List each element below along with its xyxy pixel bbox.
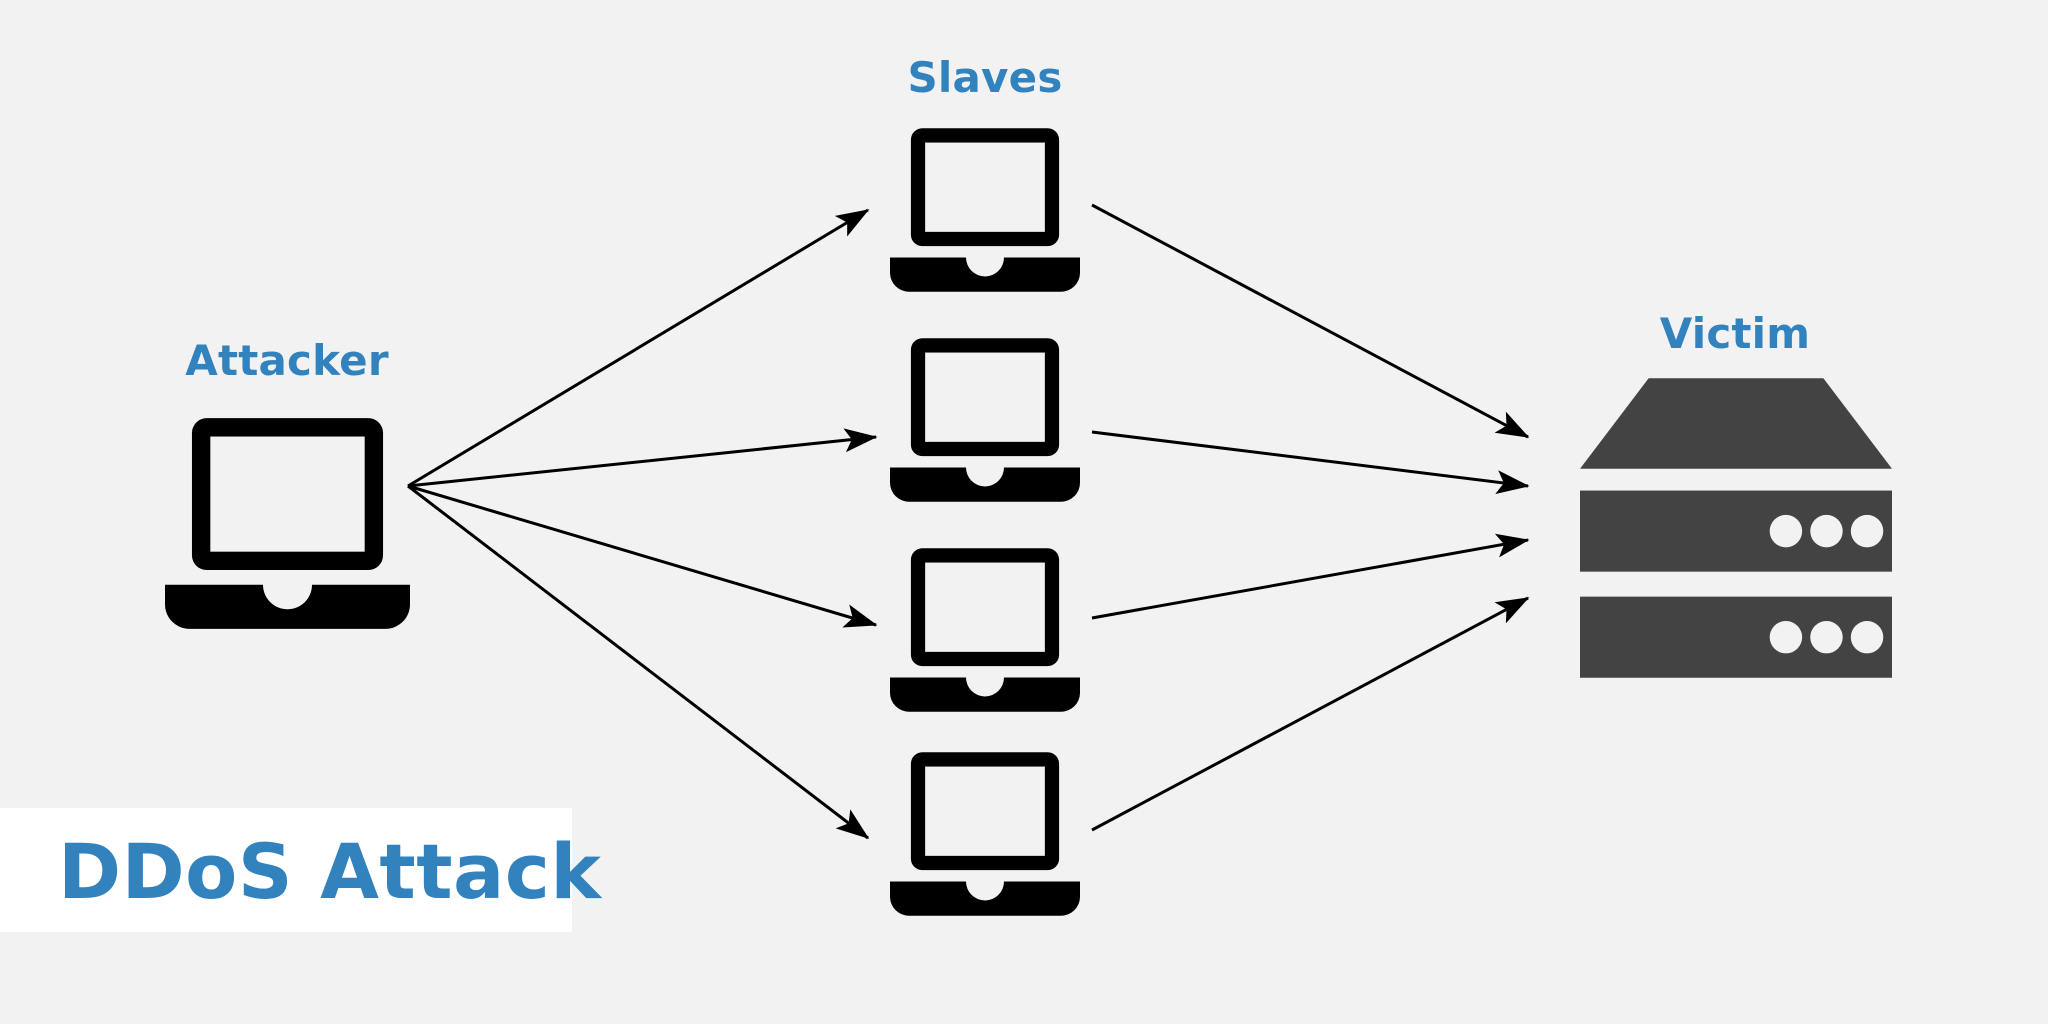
- edge-slave-1-to-victim: [1091, 203, 1530, 439]
- edge-attacker-to-slave-2: [407, 428, 878, 488]
- edges-attacker-to-slaves: [407, 208, 878, 840]
- slave-node-2[interactable]: [890, 338, 1080, 502]
- laptop-icon: [890, 338, 1080, 502]
- laptop-icon: [890, 128, 1080, 292]
- slave-node-1[interactable]: [890, 128, 1080, 292]
- laptop-icon: [890, 752, 1080, 916]
- edge-attacker-to-slave-4: [407, 484, 870, 840]
- slave-node-4[interactable]: [890, 752, 1080, 916]
- slaves-group: Slaves: [890, 53, 1080, 916]
- title-banner: DDoS Attack: [0, 808, 602, 932]
- edges-slaves-to-victim: [1091, 203, 1530, 832]
- edge-slave-4-to-victim: [1091, 596, 1530, 832]
- slaves-label: Slaves: [907, 53, 1062, 102]
- slave-node-3[interactable]: [890, 548, 1080, 712]
- attacker-label: Attacker: [185, 336, 389, 385]
- edge-slave-3-to-victim: [1091, 533, 1530, 620]
- edge-slave-2-to-victim: [1091, 430, 1530, 495]
- attacker-node[interactable]: Attacker: [165, 336, 410, 629]
- title-banner-background: [0, 808, 572, 932]
- edge-attacker-to-slave-3: [407, 484, 878, 628]
- page-title: DDoS Attack: [58, 827, 602, 916]
- server-icon: [1580, 378, 1892, 678]
- laptop-icon: [890, 548, 1080, 712]
- laptop-icon: [165, 418, 410, 629]
- victim-node[interactable]: Victim: [1580, 309, 1892, 678]
- victim-label: Victim: [1660, 309, 1811, 358]
- edge-attacker-to-slave-1: [407, 208, 870, 488]
